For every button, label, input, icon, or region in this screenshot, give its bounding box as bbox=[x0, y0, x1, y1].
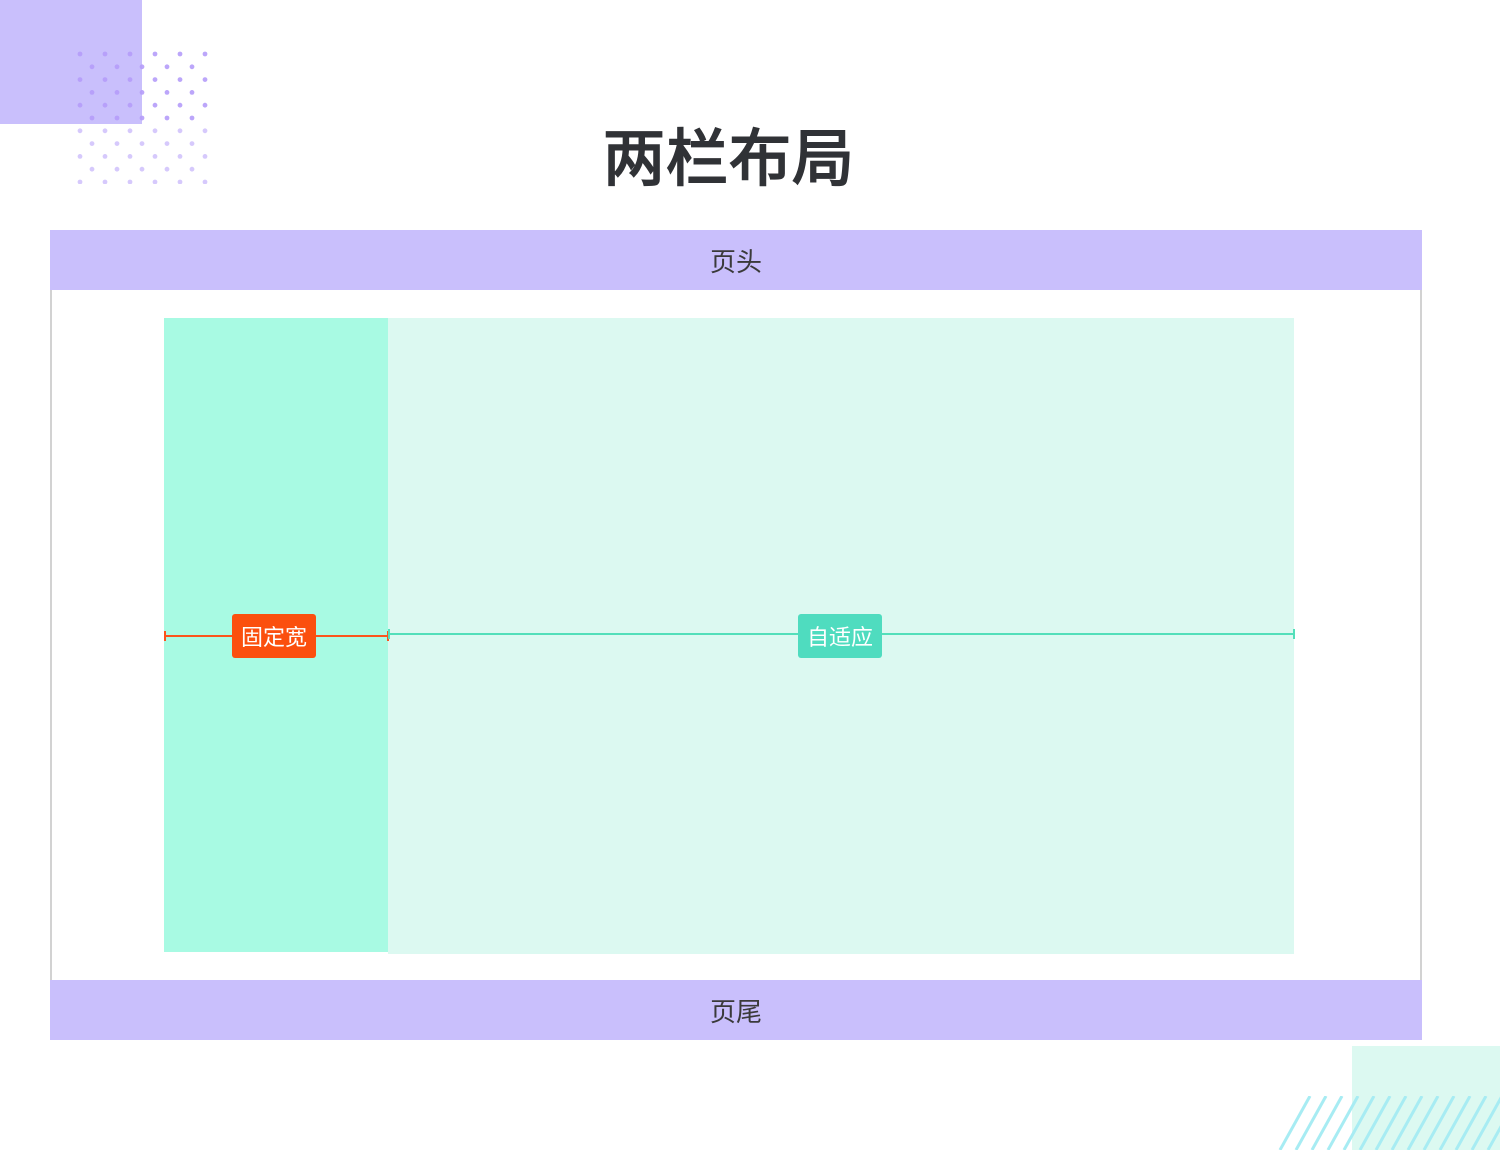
header-band: 页头 bbox=[50, 230, 1422, 290]
fixed-width-tag: 固定宽 bbox=[232, 614, 316, 658]
page-title: 两栏布局 bbox=[602, 122, 855, 195]
fluid-width-tick-start bbox=[388, 629, 390, 639]
fluid-width-tag: 自适应 bbox=[798, 614, 882, 658]
decorative-stripe-pattern bbox=[1278, 1096, 1500, 1150]
decorative-dot-pattern bbox=[77, 51, 208, 184]
decorative-square-top-left bbox=[0, 0, 142, 124]
fluid-width-tick-end bbox=[1293, 629, 1295, 639]
footer-band: 页尾 bbox=[50, 980, 1422, 1040]
decorative-square-bottom-right bbox=[1352, 1046, 1500, 1150]
footer-label: 页尾 bbox=[709, 997, 762, 1028]
fixed-width-tick-start bbox=[164, 631, 166, 641]
header-label: 页头 bbox=[709, 247, 762, 278]
